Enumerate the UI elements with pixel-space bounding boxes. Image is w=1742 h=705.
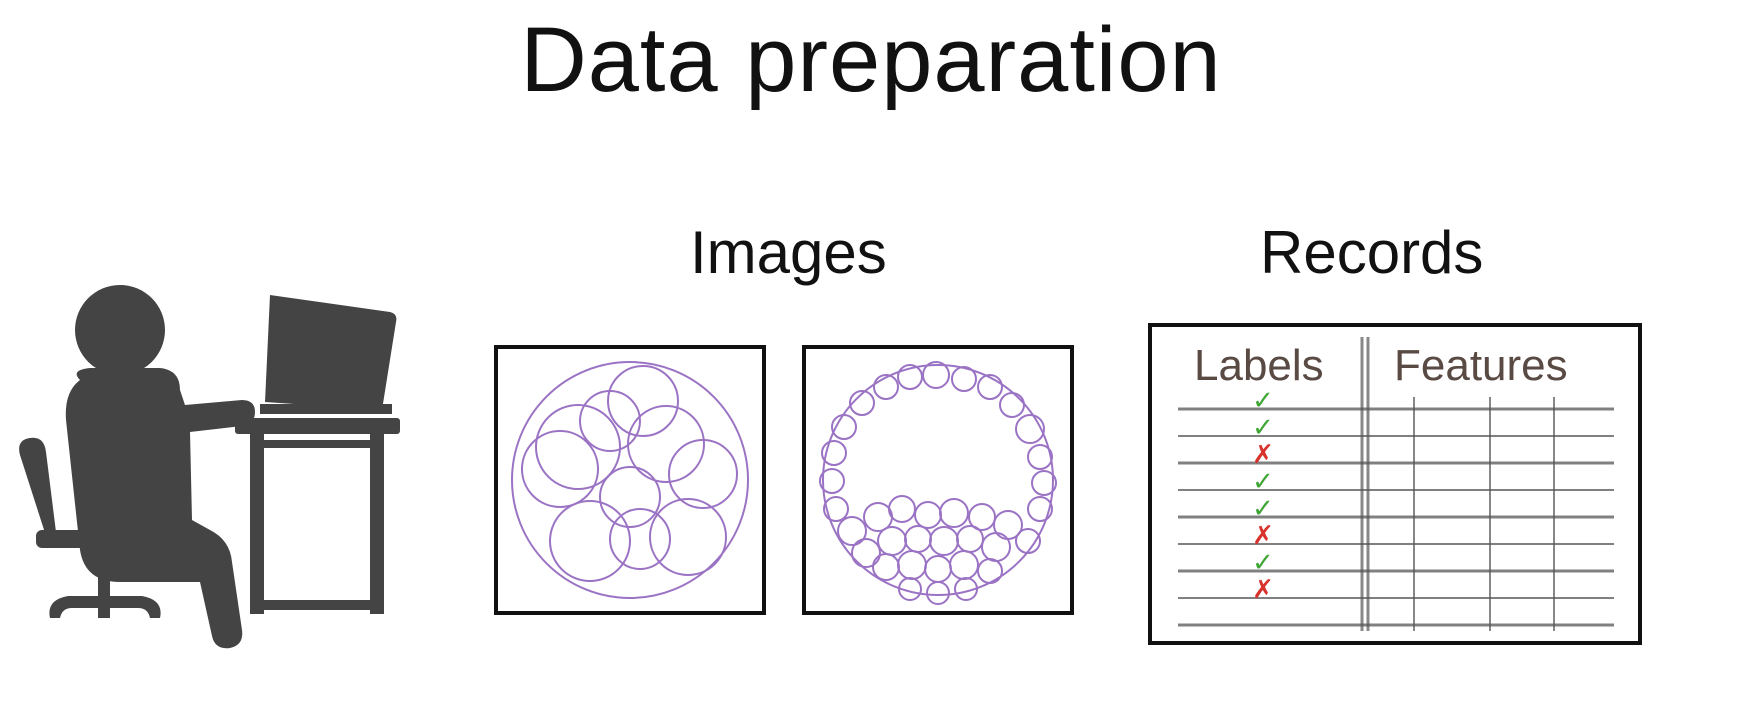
check-icon: ✓ <box>1252 493 1274 523</box>
records-grid <box>1178 337 1614 631</box>
person-at-computer-icon <box>19 285 400 649</box>
check-icon: ✓ <box>1252 385 1274 415</box>
large-cells-image <box>494 345 766 615</box>
check-icon: ✓ <box>1252 412 1274 442</box>
labels-column-header: Labels <box>1194 341 1324 390</box>
records-table: Labels Features ✓✓✗✓✓✗✓✗ <box>1148 323 1642 645</box>
check-icon: ✓ <box>1252 466 1274 496</box>
small-cells-image <box>802 345 1074 615</box>
cross-icon: ✗ <box>1252 439 1274 469</box>
cross-icon: ✗ <box>1252 574 1274 604</box>
page-title: Data preparation <box>520 9 1222 111</box>
check-icon: ✓ <box>1252 547 1274 577</box>
records-heading: Records <box>1260 219 1484 286</box>
cross-icon: ✗ <box>1252 520 1274 550</box>
features-column-header: Features <box>1394 341 1568 390</box>
images-heading: Images <box>690 219 887 286</box>
